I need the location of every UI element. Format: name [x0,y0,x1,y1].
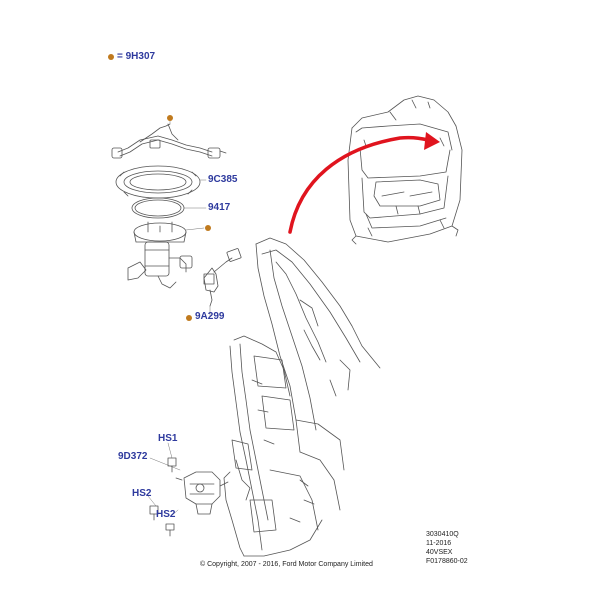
callout-9C385: 9C385 [208,174,238,185]
meta-line-2: 11-2016 [426,540,452,547]
bullet-harness-icon [167,115,173,121]
fuel-pump-module [127,221,193,289]
callout-HS2-upper: HS2 [132,488,152,499]
seal-ring [131,197,185,219]
bolts [149,457,177,537]
callout-9A299: 9A299 [195,311,225,322]
fuel-level-sensor [203,248,242,307]
wiring-harness [111,123,227,159]
meta-line-1: 3030410Q [426,531,459,538]
legend-bullet-icon [108,54,114,60]
red-arrow [288,132,440,234]
callout-9D372: 9D372 [118,451,148,462]
callout-HS1: HS1 [158,433,178,444]
callout-HS2-lower: HS2 [156,509,176,520]
vehicle-body-structure [223,237,381,557]
copyright: © Copyright, 2007 - 2016, Ford Motor Com… [200,561,373,568]
meta-line-3: 40VSEX [426,549,453,556]
callout-9417: 9417 [208,202,231,213]
bracket [175,471,229,515]
lock-ring [115,165,201,199]
vehicle-rear-view [347,95,463,245]
bullet-sensor-icon [186,315,192,321]
leader-lines [147,117,211,518]
legend-label: = 9H307 [117,51,156,62]
bullet-pump-icon [205,225,211,231]
meta-line-4: F0178860-02 [426,558,468,565]
